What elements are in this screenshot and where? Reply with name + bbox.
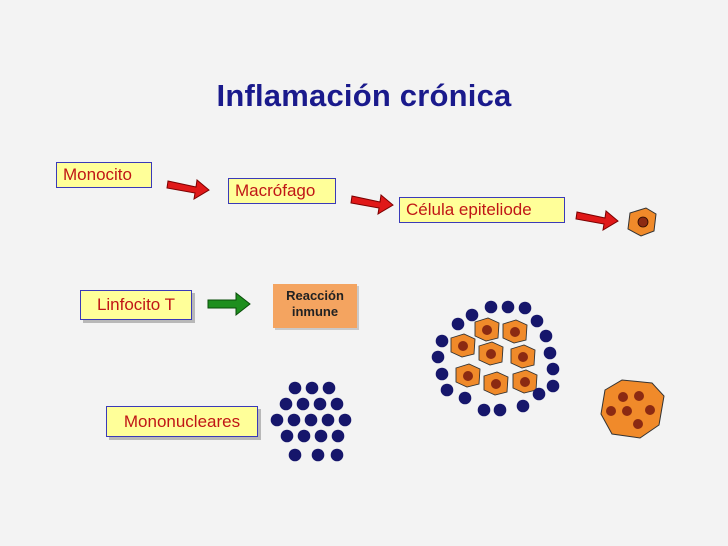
reaccion-inmune-box: Reacción inmune <box>273 284 357 328</box>
cell-nucleus <box>491 379 501 389</box>
celula-epiteliode-label: Célula epiteliode <box>399 197 565 223</box>
lymphocyte-dot <box>304 413 318 427</box>
lymphocyte-dot <box>311 448 325 462</box>
lymphocyte-dot <box>465 308 479 322</box>
lymphocyte-dot <box>313 397 327 411</box>
lymphocyte-dot <box>435 334 449 348</box>
lymphocyte-dot <box>331 429 345 443</box>
lymphocyte-dot <box>288 381 302 395</box>
cell-nucleus <box>510 327 520 337</box>
lymphocyte-dot <box>546 362 560 376</box>
lymphocyte-dot <box>516 399 530 413</box>
arrow-monocito-to-macrofago <box>166 179 210 200</box>
cell-nucleus <box>458 341 468 351</box>
monocito-label: Monocito <box>56 162 152 188</box>
reaccion-line-2: inmune <box>291 304 339 319</box>
mononuclear-cluster-icon <box>270 381 352 462</box>
lymphocyte-dot <box>321 413 335 427</box>
cell-nucleus <box>482 325 492 335</box>
lymphocyte-dot <box>458 391 472 405</box>
lymphocyte-dot <box>297 429 311 443</box>
lymphocyte-dot <box>518 301 532 315</box>
lymphocyte-dot <box>314 429 328 443</box>
lymphocyte-dot <box>431 350 445 364</box>
arrow-epiteliode-to-cell <box>575 210 619 231</box>
lymphocyte-dot <box>530 314 544 328</box>
lymphocyte-dot <box>330 448 344 462</box>
arrow-linfocito-to-reaccion <box>207 291 251 317</box>
lymphocyte-dot <box>493 403 507 417</box>
slide-title: Inflamación crónica <box>216 78 512 113</box>
lymphocyte-dot <box>435 367 449 381</box>
linfocito-t-label: Linfocito T <box>80 290 192 320</box>
lymphocyte-dot <box>279 397 293 411</box>
epithelioid-cell-icon <box>627 207 657 237</box>
cell-nucleus <box>520 377 530 387</box>
lymphocyte-dot <box>440 383 454 397</box>
lymphocyte-dot <box>546 379 560 393</box>
cell-nucleus <box>518 352 528 362</box>
lymphocyte-dot <box>501 300 515 314</box>
cell-nucleus <box>463 371 473 381</box>
lymphocyte-dot <box>532 387 546 401</box>
giant-cell-icon <box>600 379 665 439</box>
lymphocyte-dot <box>477 403 491 417</box>
mononucleares-label: Mononucleares <box>106 406 258 437</box>
lymphocyte-dot <box>543 346 557 360</box>
granuloma-icon <box>431 300 560 417</box>
reaccion-line-1: Reacción <box>286 288 344 303</box>
lymphocyte-dot <box>287 413 301 427</box>
lymphocyte-dot <box>270 413 284 427</box>
lymphocyte-dot <box>288 448 302 462</box>
lymphocyte-dot <box>484 300 498 314</box>
lymphocyte-dot <box>451 317 465 331</box>
lymphocyte-dot <box>330 397 344 411</box>
lymphocyte-dot <box>305 381 319 395</box>
lymphocyte-dot <box>280 429 294 443</box>
cell-nucleus <box>486 349 496 359</box>
lymphocyte-dot <box>296 397 310 411</box>
lymphocyte-dot <box>338 413 352 427</box>
arrow-macrofago-to-epiteliode <box>350 194 394 215</box>
lymphocyte-dot <box>322 381 336 395</box>
lymphocyte-dot <box>539 329 553 343</box>
macrofago-label: Macrófago <box>228 178 336 204</box>
